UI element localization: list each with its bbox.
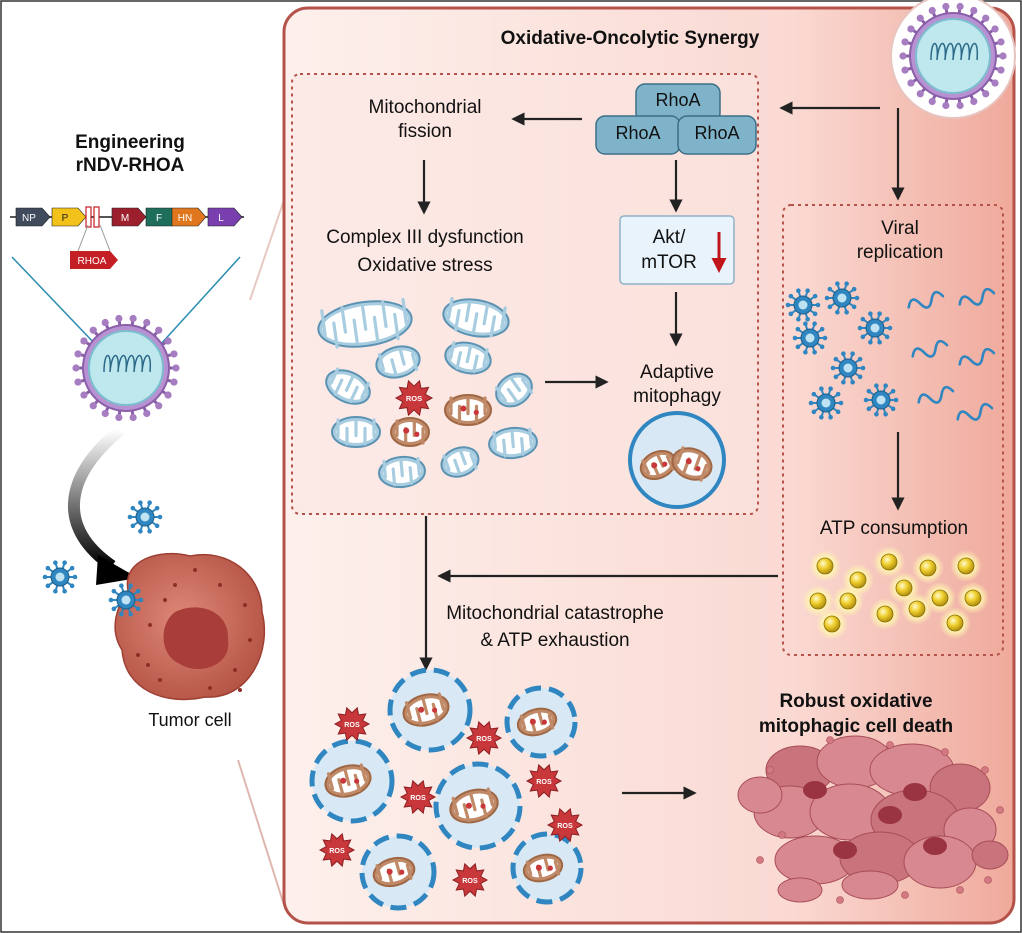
virus-callout-right bbox=[159, 256, 241, 346]
gene-m: M bbox=[111, 207, 147, 227]
svg-text:ROS: ROS bbox=[344, 721, 360, 729]
tumor-cell-label: Tumor cell bbox=[148, 710, 232, 730]
virus-callout-left bbox=[11, 256, 97, 346]
viral-replication-icons bbox=[785, 281, 996, 421]
catastrophe-vesicles: ROS ROS ROS ROS ROS ROS ROS bbox=[309, 667, 584, 911]
svg-text:ROS: ROS bbox=[476, 735, 492, 743]
svg-text:L: L bbox=[218, 213, 224, 224]
cell-death-label: Robust oxidative mitophagic cell death bbox=[718, 690, 994, 739]
akt-mtor-box bbox=[619, 215, 735, 285]
recombinant-virus-icon bbox=[72, 314, 180, 422]
adaptive-mitophagy-label: Adaptive mitophagy bbox=[606, 361, 748, 409]
mitophagy-vesicle-icon bbox=[628, 411, 726, 509]
catastrophe-line2: & ATP exhaustion bbox=[480, 629, 630, 651]
gene-hn: HN bbox=[171, 207, 207, 227]
zoom-line-top bbox=[249, 199, 285, 301]
svg-text:ROS: ROS bbox=[406, 394, 422, 403]
dead-cell-debris bbox=[737, 735, 1009, 904]
virus-corner-icon bbox=[890, 0, 1016, 119]
infection-arrow bbox=[68, 425, 124, 571]
adaptive-line2: mitophagy bbox=[633, 385, 721, 407]
engineering-title-line2: rNDV-RHOA bbox=[75, 154, 185, 176]
pathway-arrows bbox=[417, 101, 905, 800]
viral-replication-label: Viral replication bbox=[820, 217, 980, 265]
zoom-line-bottom bbox=[237, 759, 285, 906]
rhoa-label-right: RhoA bbox=[694, 123, 740, 143]
viral-line1: Viral bbox=[881, 218, 919, 239]
mitochondria-cluster: ROS bbox=[317, 296, 538, 489]
svg-text:ROS: ROS bbox=[329, 847, 345, 855]
svg-text:P: P bbox=[62, 213, 69, 224]
svg-text:ROS: ROS bbox=[557, 822, 573, 830]
engineering-title: Engineering rNDV-RHOA bbox=[20, 132, 240, 178]
engineering-title-line1: Engineering bbox=[75, 132, 185, 153]
gene-map: NP P M F HN L RHOA bbox=[10, 206, 244, 269]
complex-line2: Oxidative stress bbox=[357, 254, 493, 276]
svg-text:ROS: ROS bbox=[536, 778, 552, 786]
rhoa-cluster bbox=[595, 83, 757, 155]
svg-text:M: M bbox=[121, 213, 129, 224]
free-viruses bbox=[42, 500, 163, 617]
complex-line1: Complex III dysfunction bbox=[326, 227, 524, 248]
svg-text:ROS: ROS bbox=[462, 877, 478, 885]
atp-consumption-label: ATP consumption bbox=[819, 518, 969, 539]
rhoa-insert-label: RHOA bbox=[78, 256, 107, 267]
gene-l: L bbox=[207, 207, 243, 227]
atp-molecules bbox=[802, 546, 989, 640]
complex-label: Complex III dysfunction Oxidative stress bbox=[290, 224, 560, 279]
gene-np: NP bbox=[15, 207, 51, 227]
akt-line2: mTOR bbox=[641, 251, 697, 273]
viral-line2: replication bbox=[856, 241, 944, 263]
rhoa-insert bbox=[70, 251, 118, 269]
catastrophe-line1: Mitochondrial catastrophe bbox=[446, 603, 664, 624]
akt-line1: Akt/ bbox=[652, 227, 686, 248]
fission-line2: fission bbox=[398, 120, 452, 142]
svg-text:ROS: ROS bbox=[410, 794, 426, 802]
rhoa-box-right bbox=[677, 115, 757, 155]
gene-p: P bbox=[51, 207, 87, 227]
svg-text:F: F bbox=[156, 213, 162, 224]
fission-label: Mitochondrial fission bbox=[330, 96, 520, 144]
death-line1: Robust oxidative bbox=[779, 691, 933, 712]
tumor-cell-icon bbox=[114, 552, 266, 701]
akt-mtor-label: Akt/ mTOR bbox=[624, 226, 714, 275]
svg-text:NP: NP bbox=[22, 213, 36, 224]
death-line2: mitophagic cell death bbox=[758, 715, 954, 737]
svg-text:HN: HN bbox=[178, 213, 192, 224]
viral-dotted-box bbox=[782, 204, 1004, 656]
rhoa-label-left: RhoA bbox=[615, 123, 661, 143]
fission-line1: Mitochondrial bbox=[368, 97, 482, 118]
catastrophe-label: Mitochondrial catastrophe & ATP exhausti… bbox=[432, 601, 678, 654]
rhoa-label-top: RhoA bbox=[655, 90, 701, 110]
adaptive-line1: Adaptive bbox=[640, 362, 714, 383]
panel-title: Oxidative-Oncolytic Synergy bbox=[500, 28, 760, 49]
